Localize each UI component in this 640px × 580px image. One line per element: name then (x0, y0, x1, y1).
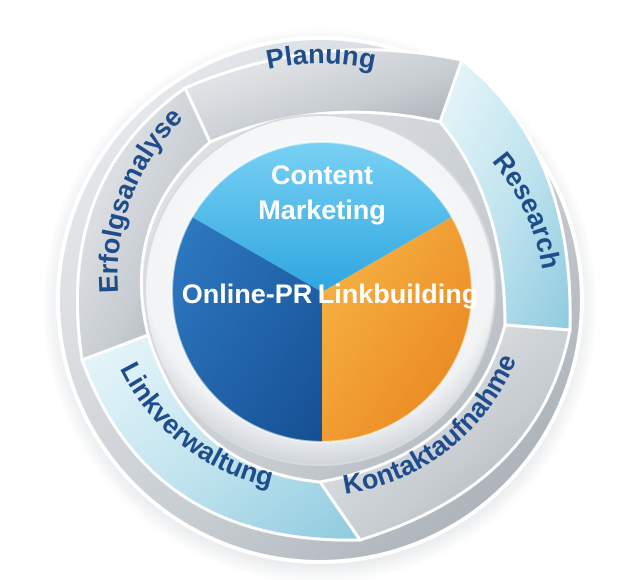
pie-slice-content-marketing (192, 142, 452, 292)
label-linkbuilding: Linkbuilding (318, 279, 478, 309)
pie-slice-online-pr (172, 217, 322, 442)
label-online-pr: Online-PR (182, 279, 313, 309)
pie-outline (171, 141, 473, 443)
pie-slice-linkbuilding (322, 217, 472, 442)
ring-segments (75, 48, 572, 542)
segment-erfolgsanalyse (75, 85, 212, 363)
center-pie (171, 141, 473, 443)
label-content-marketing-line2: Marketing (258, 195, 386, 225)
label-content-marketing-line1: Content (271, 160, 373, 190)
